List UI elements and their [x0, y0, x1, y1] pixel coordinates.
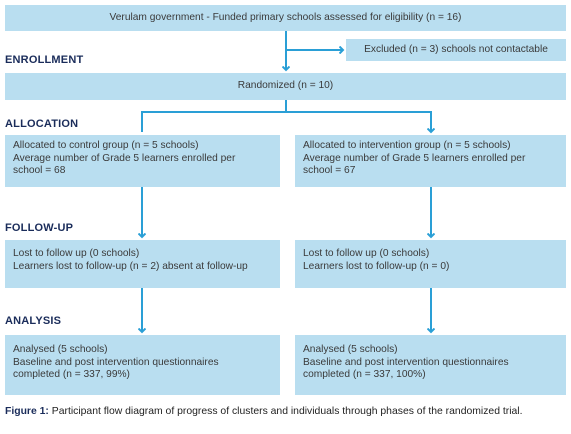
caption-text: Participant flow diagram of progress of … [48, 406, 523, 417]
control-followup-line: Learners lost to follow-up (n = 2) absen… [13, 260, 248, 272]
eligibility-box: Verulam government - Funded primary scho… [5, 5, 566, 31]
control-allocation-box: Allocated to control group (n = 5 school… [5, 135, 280, 187]
intervention-followup-line: Lost to follow up (0 schools) [303, 248, 430, 259]
intervention-analysis-line: completed (n = 337, 100%) [303, 369, 426, 381]
control-analysis-line: Analysed (5 schools) [13, 344, 108, 355]
randomized-text: Randomized (n = 10) [237, 80, 334, 92]
control-allocation-line: Allocated to control group (n = 5 school… [13, 140, 199, 151]
phase-enrollment: ENROLLMENT [5, 54, 84, 66]
intervention-allocation-line: school = 67 [303, 165, 356, 177]
caption-label: Figure 1: [5, 406, 49, 417]
control-allocation-line: school = 68 [13, 165, 66, 177]
excluded-text: Excluded (n = 3) schools not contactable [364, 43, 548, 55]
intervention-allocation-line: Average number of Grade 5 learners enrol… [303, 152, 526, 164]
figure-caption: Figure 1: Participant flow diagram of pr… [5, 405, 565, 418]
control-allocation-line: Average number of Grade 5 learners enrol… [13, 152, 236, 164]
randomized-box: Randomized (n = 10) [5, 73, 566, 100]
control-analysis-line: Baseline and post intervention questionn… [13, 356, 219, 368]
control-followup-line: Lost to follow up (0 schools) [13, 248, 140, 259]
intervention-analysis-line: Baseline and post intervention questionn… [303, 356, 509, 368]
control-analysis-box: Analysed (5 schools) Baseline and post i… [5, 335, 280, 395]
intervention-allocation-line: Allocated to intervention group (n = 5 s… [303, 140, 511, 151]
intervention-followup-box: Lost to follow up (0 schools) Learners l… [295, 240, 566, 288]
control-analysis-line: completed (n = 337, 99%) [13, 369, 130, 381]
split-connector [141, 100, 431, 132]
phase-analysis: ANALYSIS [5, 315, 62, 327]
phase-followup: FOLLOW-UP [5, 222, 74, 234]
eligibility-text: Verulam government - Funded primary scho… [109, 11, 462, 23]
excluded-box: Excluded (n = 3) schools not contactable [346, 39, 566, 61]
intervention-analysis-box: Analysed (5 schools) Baseline and post i… [295, 335, 566, 395]
intervention-analysis-line: Analysed (5 schools) [303, 344, 398, 355]
intervention-allocation-box: Allocated to intervention group (n = 5 s… [295, 135, 566, 187]
control-followup-box: Lost to follow up (0 schools) Learners l… [5, 240, 280, 288]
intervention-followup-line: Learners lost to follow-up (n = 0) [303, 260, 450, 272]
phase-allocation: ALLOCATION [5, 118, 79, 130]
